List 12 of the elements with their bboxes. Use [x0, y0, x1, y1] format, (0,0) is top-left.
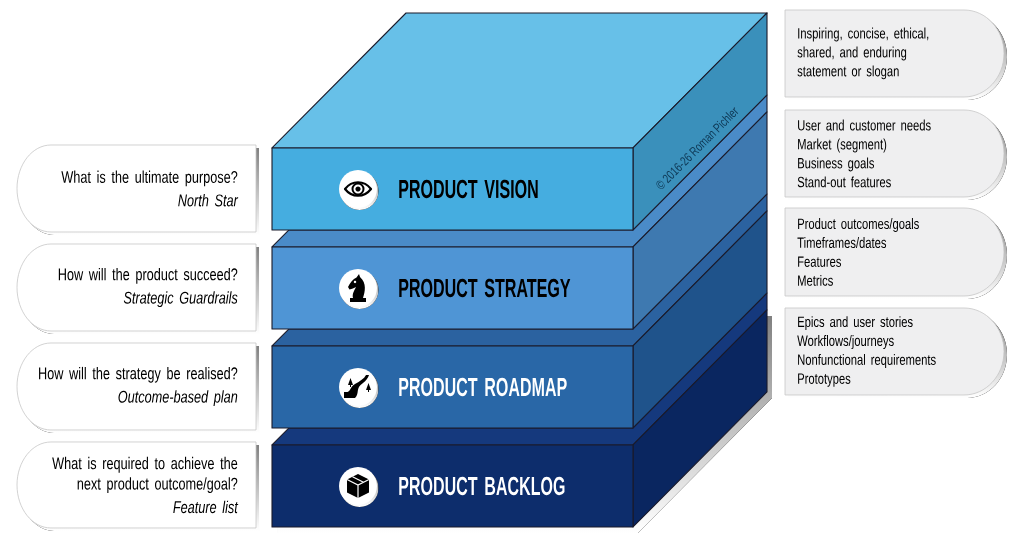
description-callout: Product outcomes/goals Timeframes/dates Features Metrics — [784, 207, 1007, 299]
layer-block: PRODUCT ROADMAP — [271, 345, 634, 429]
layer-block: PRODUCT VISION — [271, 147, 634, 231]
question-callout: What is required to achieve the next product outcome/goal? Feature list — [16, 441, 259, 531]
layer-block: PRODUCT BACKLOG — [271, 444, 634, 528]
layer-block: PRODUCT STRATEGY — [271, 246, 634, 330]
description-callout: Inspiring, concise, ethical, shared, and enduring statement or slogan — [784, 9, 1007, 100]
description-callout: Epics and user stories Workflows/journeys Nonfunctional requirements Prototypes — [784, 307, 1007, 398]
question-callout: How will the strategy be realised? Outcome-based plan — [16, 342, 259, 433]
question-callout: What is the ultimate purpose? North Star — [16, 144, 259, 235]
question-callout: How will the product succeed? Strategic Guardrails — [16, 243, 259, 334]
description-callout: User and customer needs Market (segment) Business goals Stand-out features — [784, 109, 1007, 200]
